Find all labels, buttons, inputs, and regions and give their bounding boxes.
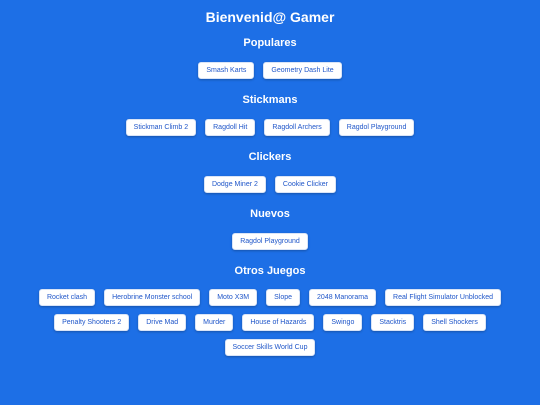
game-button[interactable]: Ragdol Playground — [232, 233, 308, 250]
game-list-otros-juegos: Rocket clash Herobrine Monster school Mo… — [35, 289, 505, 356]
game-button[interactable]: Soccer Skills World Cup — [224, 339, 316, 356]
game-button[interactable]: Geometry Dash Lite — [263, 62, 342, 79]
game-list-clickers: Dodge Miner 2 Cookie Clicker — [0, 176, 540, 193]
section-title-otros-juegos: Otros Juegos — [234, 265, 306, 277]
game-button[interactable]: Drive Mad — [138, 314, 187, 331]
game-button[interactable]: Herobrine Monster school — [104, 289, 201, 306]
game-button[interactable]: Penalty Shooters 2 — [54, 314, 130, 331]
game-button[interactable]: Stickman Climb 2 — [125, 119, 197, 136]
game-button[interactable]: Stacktris — [371, 314, 415, 331]
game-list-nuevos: Ragdol Playground — [0, 233, 540, 250]
game-button[interactable]: House of Hazards — [242, 314, 315, 331]
game-button[interactable]: Dodge Miner 2 — [203, 176, 266, 193]
section-otros-juegos: Otros Juegos Rocket clash Herobrine Mons… — [0, 264, 540, 356]
game-button[interactable]: 2048 Manorama — [309, 289, 377, 306]
game-button[interactable]: Rocket clash — [38, 289, 96, 306]
game-button[interactable]: Smash Karts — [198, 62, 255, 79]
page: Bienvenid@ Gamer Populares Smash Karts G… — [0, 9, 540, 356]
game-button[interactable]: Swingo — [323, 314, 363, 331]
section-populares: Populares Smash Karts Geometry Dash Lite — [0, 36, 540, 79]
section-title-populares: Populares — [243, 37, 297, 49]
game-button[interactable]: Moto X3M — [209, 289, 258, 306]
game-list-populares: Smash Karts Geometry Dash Lite — [0, 62, 540, 79]
section-title-clickers: Clickers — [248, 151, 292, 163]
game-button[interactable]: Slope — [266, 289, 301, 306]
game-button[interactable]: Ragdoll Archers — [264, 119, 330, 136]
section-title-nuevos: Nuevos — [250, 208, 290, 220]
section-stickmans: Stickmans Stickman Climb 2 Ragdoll Hit R… — [0, 93, 540, 136]
page-title: Bienvenid@ Gamer — [205, 9, 335, 25]
section-title-stickmans: Stickmans — [242, 94, 298, 106]
game-button[interactable]: Ragdol Playground — [338, 119, 415, 136]
game-button[interactable]: Murder — [195, 314, 234, 331]
game-button[interactable]: Ragdoll Hit — [205, 119, 256, 136]
game-list-stickmans: Stickman Climb 2 Ragdoll Hit Ragdoll Arc… — [0, 119, 540, 136]
game-button[interactable]: Real Flight Simulator Unblocked — [385, 289, 502, 306]
game-button[interactable]: Cookie Clicker — [274, 176, 337, 193]
section-nuevos: Nuevos Ragdol Playground — [0, 207, 540, 250]
section-clickers: Clickers Dodge Miner 2 Cookie Clicker — [0, 150, 540, 193]
game-button[interactable]: Shell Shockers — [423, 314, 486, 331]
